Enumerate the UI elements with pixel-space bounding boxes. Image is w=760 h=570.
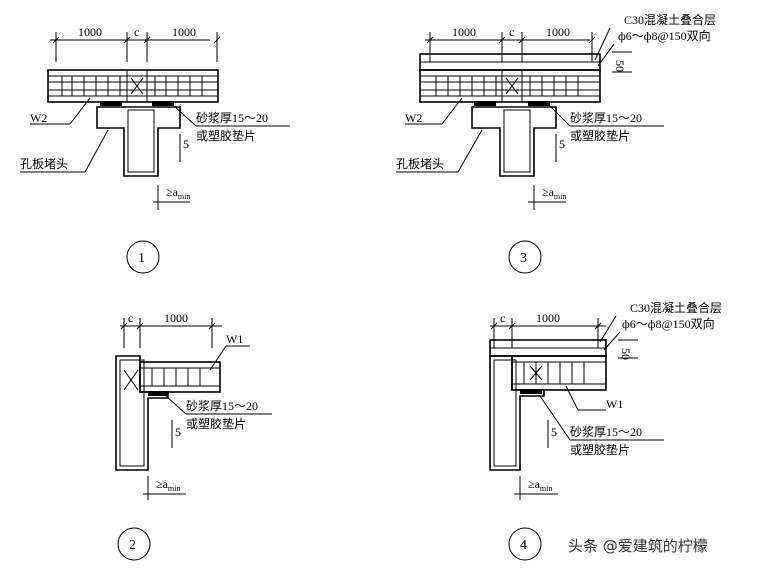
dim-1000-left-3: 1000 xyxy=(452,25,476,39)
dim-c-2: c xyxy=(128,311,133,325)
label-mortar-1-4: 砂浆厚15～20 xyxy=(570,424,642,439)
dim-1000-right-3: 1000 xyxy=(546,25,570,39)
dim-c: c xyxy=(134,25,139,39)
dim-5-3: 5 xyxy=(559,137,565,151)
label-c30-2-4: ф6～ф8@150双向 xyxy=(622,316,715,331)
label-plug-3: 孔板堵头 xyxy=(396,157,444,171)
detail-2: c 1000 W1 砂浆厚15～20 或塑胶垫片 5 ≥amin 2 xyxy=(115,311,272,561)
label-w1: W1 xyxy=(226,332,243,346)
label-plug: 孔板堵头 xyxy=(20,157,68,171)
dim-1000-4: 1000 xyxy=(536,311,560,325)
label-mortar-1-2: 砂浆厚15～20 xyxy=(186,398,258,413)
label-mortar-2: 或塑胶垫片 xyxy=(196,128,256,143)
detail-1: 1000 c 1000 W2 砂浆厚15～20 或塑胶垫片 孔板堵头 xyxy=(20,25,290,274)
label-mortar-2-4: 或塑胶垫片 xyxy=(570,442,630,457)
dim-amin-4: ≥amin xyxy=(528,477,552,493)
detail-number-1: 1 xyxy=(138,251,145,266)
dim-5-2: 5 xyxy=(175,425,181,439)
label-mortar-2-3: 或塑胶垫片 xyxy=(570,128,630,143)
detail-3: 1000 c 1000 C30混凝土叠合层 ф6～ф8@150双向 50 xyxy=(396,12,716,274)
dim-50: 50 xyxy=(613,60,627,72)
label-w1-4: W1 xyxy=(606,397,623,411)
dim-1000-right: 1000 xyxy=(172,25,196,39)
detail-number-4: 4 xyxy=(520,538,527,553)
dim-amin-3: ≥amin xyxy=(542,185,566,201)
dim-amin: ≥amin xyxy=(166,185,190,201)
dim-c-4: c xyxy=(500,311,505,325)
watermark: 头条 @爱建筑的柠檬 xyxy=(568,537,708,555)
dim-c-3: c xyxy=(509,25,514,39)
detail-4: c 1000 C30混凝土叠合层 ф6～ф8@150双向 50 W1 砂浆厚15… xyxy=(489,300,722,561)
detail-number-3: 3 xyxy=(520,251,527,266)
label-w2-3: W2 xyxy=(405,111,422,125)
label-c30-2: ф6～ф8@150双向 xyxy=(618,28,711,43)
label-mortar-1-3: 砂浆厚15～20 xyxy=(570,110,642,125)
dim-amin-2: ≥amin xyxy=(156,477,180,493)
label-c30-1: C30混凝土叠合层 xyxy=(624,12,716,27)
label-w2: W2 xyxy=(30,111,47,125)
label-c30-1-4: C30混凝土叠合层 xyxy=(630,300,722,315)
dim-5-4: 5 xyxy=(551,425,557,439)
label-mortar-2-2: 或塑胶垫片 xyxy=(186,416,246,431)
detail-number-2: 2 xyxy=(129,538,136,553)
label-mortar-1: 砂浆厚15～20 xyxy=(196,110,268,125)
dim-1000-left: 1000 xyxy=(78,25,102,39)
dim-50-4: 50 xyxy=(619,348,633,360)
dim-5: 5 xyxy=(183,137,189,151)
dim-1000-2: 1000 xyxy=(164,311,188,325)
